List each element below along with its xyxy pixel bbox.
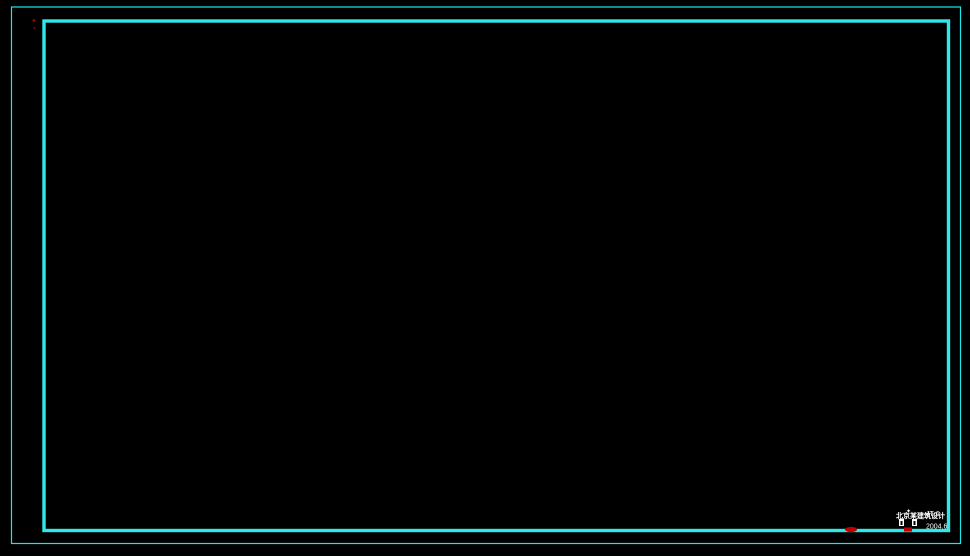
- svg-text:JT-6: JT-6: [926, 511, 940, 518]
- svg-text:✦: ✦: [906, 508, 911, 515]
- svg-text:北京某建筑设计: 北京某建筑设计: [896, 511, 945, 520]
- svg-text:2004.6: 2004.6: [926, 524, 948, 531]
